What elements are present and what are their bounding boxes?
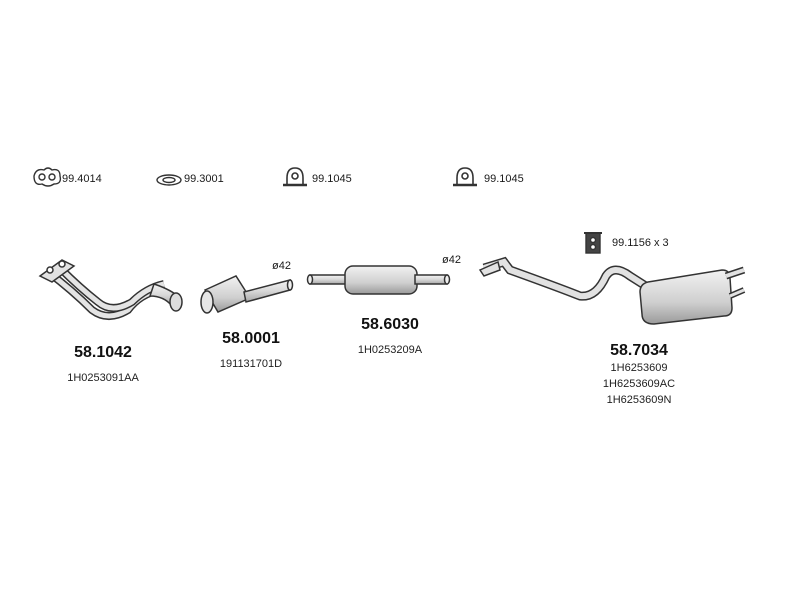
oe-number: 191131701D [219, 358, 283, 370]
part-number: 58.6030 [361, 316, 419, 333]
part-number: 58.7034 [610, 342, 668, 359]
part-number: 58.1042 [74, 344, 132, 361]
rubber-hanger-icon [584, 232, 602, 254]
hardware-code: 99.1045 [312, 173, 352, 185]
oe-number: 1H6253609N [606, 394, 672, 406]
pipe-diameter: ø42 [272, 260, 291, 272]
rear-silencer-58-7034 [478, 256, 746, 325]
pipe-diameter: ø42 [442, 254, 461, 266]
oe-number: 1H0253209A [357, 344, 423, 356]
part-number: 58.0001 [222, 330, 280, 347]
catalytic-converter-58-0001 [200, 275, 294, 314]
u-clamp-icon [283, 167, 307, 187]
hardware-code: 99.3001 [184, 173, 224, 185]
front-pipe-58-1042 [38, 259, 183, 320]
hardware-code: 99.4014 [62, 173, 102, 185]
oe-number: 1H6253609AC [602, 378, 676, 390]
u-clamp-icon [453, 167, 477, 187]
oe-number: 1H6253609 [610, 362, 668, 374]
centre-silencer-58-6030 [306, 265, 451, 295]
hardware-code: 99.1045 [484, 173, 524, 185]
ring-gasket-icon [156, 174, 182, 186]
flange-gasket-icon [33, 167, 62, 187]
oe-number: 1H0253091AA [67, 372, 139, 384]
hardware-code: 99.1156 x 3 [612, 237, 669, 249]
